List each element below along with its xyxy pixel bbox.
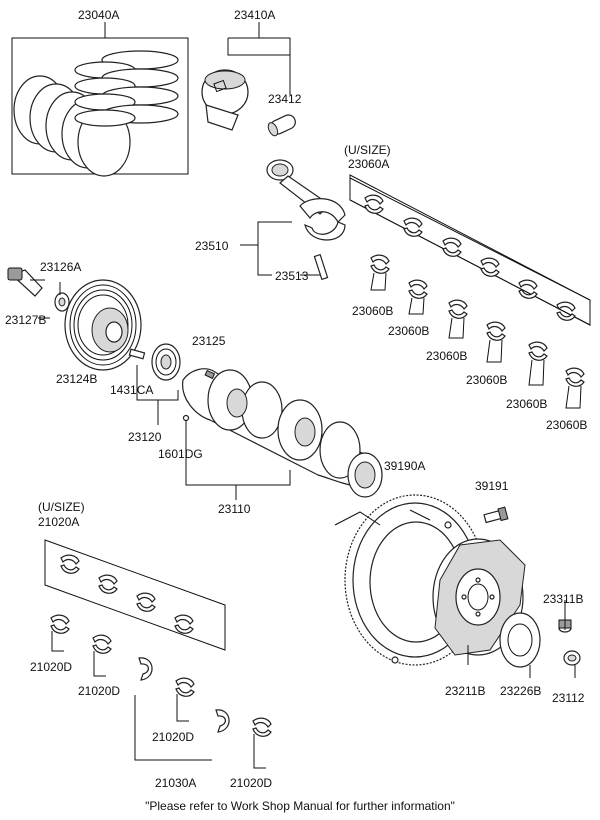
- conrod-bearing-shell: [518, 279, 538, 299]
- footer-note: "Please refer to Work Shop Manual for fu…: [145, 799, 455, 813]
- sprocket-drawing: [128, 343, 181, 425]
- conrod-bearing-shell: [370, 254, 390, 274]
- piston-drawing: [201, 22, 296, 137]
- label-usize-top: (U/SIZE): [344, 143, 391, 157]
- label-adapter-plate: 23226B: [500, 684, 542, 698]
- conrod-bearing-shell: [480, 257, 500, 277]
- main-bearing-shell: [174, 614, 194, 634]
- label-main-bearing-3: 21020D: [152, 730, 195, 744]
- label-plug: 1601DG: [158, 447, 203, 461]
- label-main-bearing-1: 21020D: [30, 660, 73, 674]
- damper-pulley-drawing: [7, 267, 142, 371]
- label-main-bearing-2: 21020D: [78, 684, 121, 698]
- label-damper-pulley: 23124B: [56, 372, 98, 386]
- label-flywheel-bolt: 23311B: [543, 592, 584, 606]
- label-conrod-bearing-5: 23060B: [506, 397, 548, 411]
- thrust-washer-shell: [138, 657, 153, 681]
- main-bearing-shell: [252, 717, 272, 737]
- main-bearing-shell: [175, 677, 195, 697]
- piston-ring-set-drawing: [11, 22, 189, 177]
- drive-plate-drawing: [432, 506, 581, 678]
- main-bearing-shell: [136, 592, 156, 612]
- conrod-bearing-set-drawing: [349, 174, 591, 409]
- label-main-bearing-4: 21020D: [230, 776, 273, 790]
- label-conrod-bearing-6: 23060B: [546, 418, 588, 432]
- label-bushing: 23112: [552, 691, 585, 705]
- label-piston-pin: 23412: [268, 92, 302, 106]
- label-crankshaft: 23110: [218, 502, 251, 516]
- label-ring-set: 23040A: [78, 8, 120, 22]
- crankshaft-drawing: [182, 368, 383, 500]
- label-drive-plate: 23211B: [445, 684, 486, 698]
- label-main-bearing-set: 21020A: [38, 515, 80, 529]
- label-piston-assy: 23410A: [234, 8, 276, 22]
- conrod-bearing-shell: [486, 321, 506, 341]
- label-pin: 1431CA: [110, 383, 154, 397]
- main-bearing-shell: [50, 614, 70, 634]
- conrod-bearing-shell: [556, 301, 576, 321]
- label-conrod-bearing-4: 23060B: [466, 373, 508, 387]
- label-conrod-bearing-3: 23060B: [426, 349, 468, 363]
- label-conrod-bearing-2: 23060B: [388, 324, 430, 338]
- main-bearing-set-drawing: [44, 539, 272, 769]
- label-sprocket: 23120: [128, 430, 162, 444]
- label-conrod: 23510: [195, 239, 229, 253]
- main-bearing-shell: [60, 554, 80, 574]
- label-pulley-bolt: 23127B: [5, 313, 47, 327]
- label-conrod-bearing-set: 23060A: [348, 157, 390, 171]
- thrust-washer-shell: [215, 709, 230, 733]
- label-conrod-bearing-1: 23060B: [352, 304, 394, 318]
- conrod-bearing-shell: [565, 367, 585, 387]
- label-usize-bottom: (U/SIZE): [38, 500, 85, 514]
- conrod-bearing-shell: [528, 341, 548, 361]
- piston-ring: [74, 109, 136, 127]
- label-washer: 23126A: [40, 260, 82, 274]
- label-ring-gear: 39190A: [384, 459, 426, 473]
- connecting-rod-drawing: [240, 159, 346, 281]
- main-bearing-shell: [98, 574, 118, 594]
- label-drive-plate-bolt: 39191: [475, 479, 509, 493]
- label-conrod-bolt: 23513: [275, 269, 309, 283]
- conrod-bearing-shell: [408, 279, 428, 299]
- label-key: 23125: [192, 334, 226, 348]
- conrod-bearing-shell: [442, 237, 462, 257]
- main-bearing-shell: [92, 634, 112, 654]
- label-thrust-washer: 21030A: [155, 776, 197, 790]
- conrod-bearing-shell: [364, 194, 384, 214]
- conrod-bearing-shell: [403, 217, 423, 237]
- conrod-bearing-shell: [448, 299, 468, 319]
